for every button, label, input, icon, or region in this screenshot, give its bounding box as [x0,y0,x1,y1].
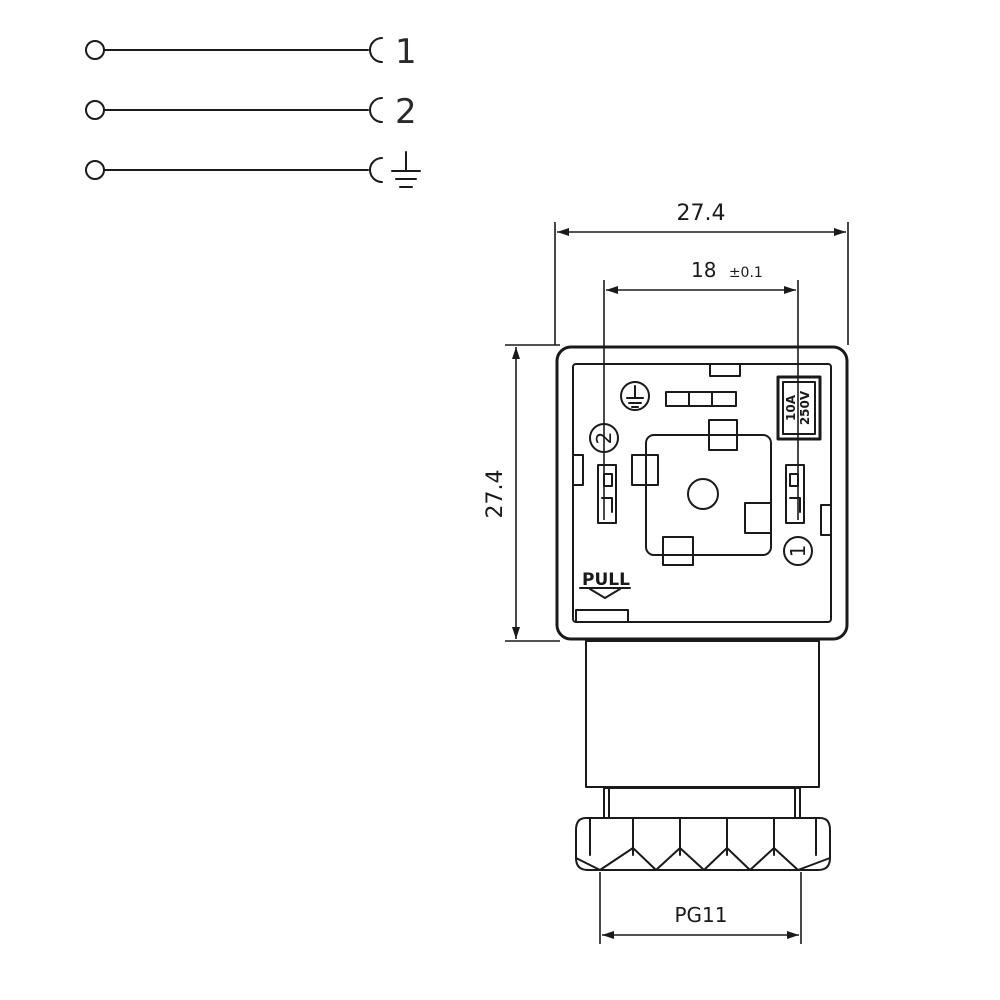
dim-height-label: 27.4 [483,470,508,519]
socket-icon [369,37,383,63]
body-lower [585,640,820,788]
socket-icon [369,157,383,183]
wire-terminal-icon [85,160,105,180]
svg-text:18 ±0.1: 18 ±0.1 [691,258,763,282]
terminal-2-label: 2 [592,432,616,445]
wire-pin-2: 2 [85,92,417,132]
dimension-top-width: 27.4 [554,201,849,345]
dim-width-label: 27.4 [677,201,726,226]
center-hole [687,478,719,510]
housing-outline [555,345,849,641]
pull-arrow-icon [589,588,621,599]
gland-nut [575,817,831,871]
wire-pin-1: 1 [85,32,417,72]
contact-pad [662,536,694,566]
gland-thread [603,787,801,819]
dim-spacing-tolerance: ±0.1 [729,265,763,281]
fuse-voltage: 250V [798,390,812,425]
contact-pad [708,419,738,451]
pin-label-2: 2 [395,92,417,132]
pin-socket-2 [597,464,617,524]
connector-body [585,640,820,819]
wire-terminal-icon [85,100,105,120]
terminal-1-label: 1 [786,545,810,558]
pull-label: PULL [582,570,630,590]
wire-earth [85,151,421,188]
dim-gland-label: PG11 [674,903,727,927]
contact-pad [744,502,772,534]
dimension-pin-spacing: 18 ±0.1 [603,258,799,520]
wire-terminal-icon [85,40,105,60]
wiring-schematic: 1 2 [85,32,421,188]
nut-outline [575,817,831,871]
ground-icon [391,151,421,188]
dim-spacing-label: 18 [691,258,716,282]
coding-key [709,363,741,377]
side-slot [572,454,584,486]
side-slot [820,504,832,536]
contact-pad [631,454,659,486]
dimension-gland: PG11 [599,872,802,944]
terminal-1-marker: 1 [783,536,813,566]
housing-face [572,363,832,623]
fuse-current: 10A [784,394,798,421]
label-window [665,391,737,407]
connector-housing: 10A 250V 2 1 PU [555,345,849,641]
fuse-box: 10A 250V [776,375,822,441]
socket-icon [369,97,383,123]
earth-terminal-icon [620,381,650,411]
dimension-left-height: 27.4 [483,344,560,642]
pin-label-1: 1 [395,32,417,72]
terminal-2-marker: 2 [589,423,619,453]
bottom-tab [575,609,629,623]
pin-socket-1 [785,464,805,524]
pull-marking: PULL [579,570,631,599]
knurl-pattern [575,847,831,871]
